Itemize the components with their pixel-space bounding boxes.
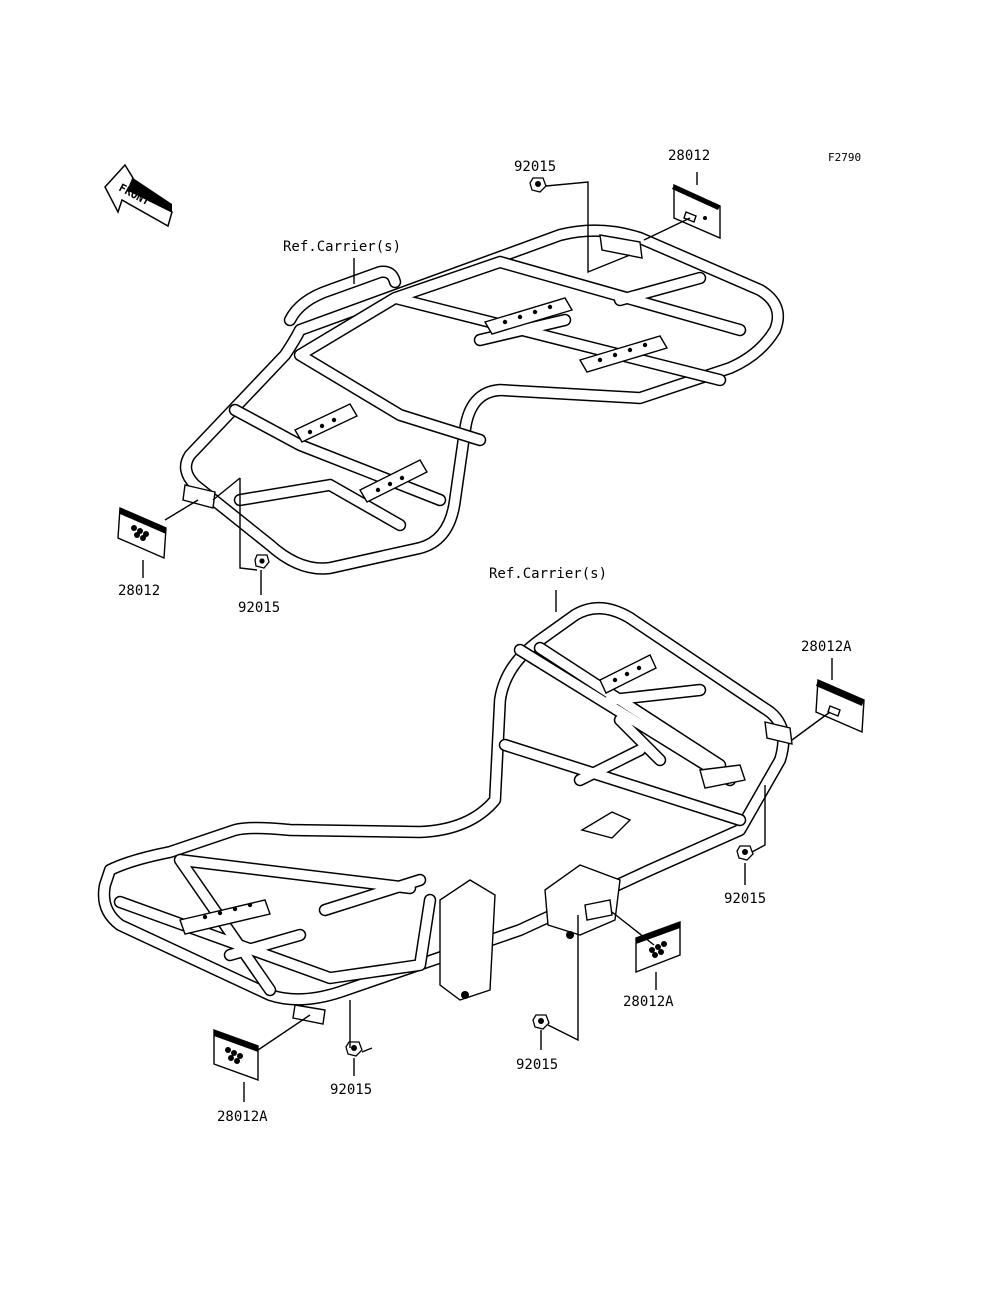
nut-bottom-mid — [532, 1014, 550, 1030]
callout-nut-bottom-right: 92015 — [724, 891, 766, 907]
callout-reflector-bottom-right: 28012A — [801, 639, 852, 655]
callout-nut-bottom-mid: 92015 — [516, 1057, 558, 1073]
reflector-bottom-left — [213, 1029, 259, 1081]
leader-lines-top — [142, 172, 698, 595]
callout-carrier-top: Ref.Carrier(s) — [283, 239, 401, 255]
nut-bottom-right — [736, 845, 754, 861]
callout-reflector-bottom-left: 28012A — [217, 1109, 268, 1125]
callout-nut-top-left: 92015 — [238, 600, 280, 616]
carrier-bottom — [97, 602, 793, 1025]
reflector-top-rear — [672, 183, 721, 240]
nut-top-left — [254, 554, 270, 569]
reflector-top-front — [117, 506, 167, 560]
callout-nut-bottom-left: 92015 — [330, 1082, 372, 1098]
nut-top — [529, 177, 547, 193]
reflector-bottom-right — [815, 678, 865, 734]
leader-lines-bottom — [243, 590, 833, 1102]
front-arrow-icon: FRONT — [104, 163, 173, 228]
callout-reflector-bottom-mid: 28012A — [623, 994, 674, 1010]
callout-carrier-bottom: Ref.Carrier(s) — [489, 566, 607, 582]
nut-bottom-left — [345, 1041, 363, 1057]
figure-code: F2790 — [828, 151, 861, 164]
callout-reflector-top-rear: 28012 — [668, 148, 710, 164]
reflector-bottom-mid — [635, 921, 681, 974]
callout-reflector-top-front: 28012 — [118, 583, 160, 599]
callout-nut-top: 92015 — [514, 159, 556, 175]
carrier-top — [179, 224, 785, 575]
